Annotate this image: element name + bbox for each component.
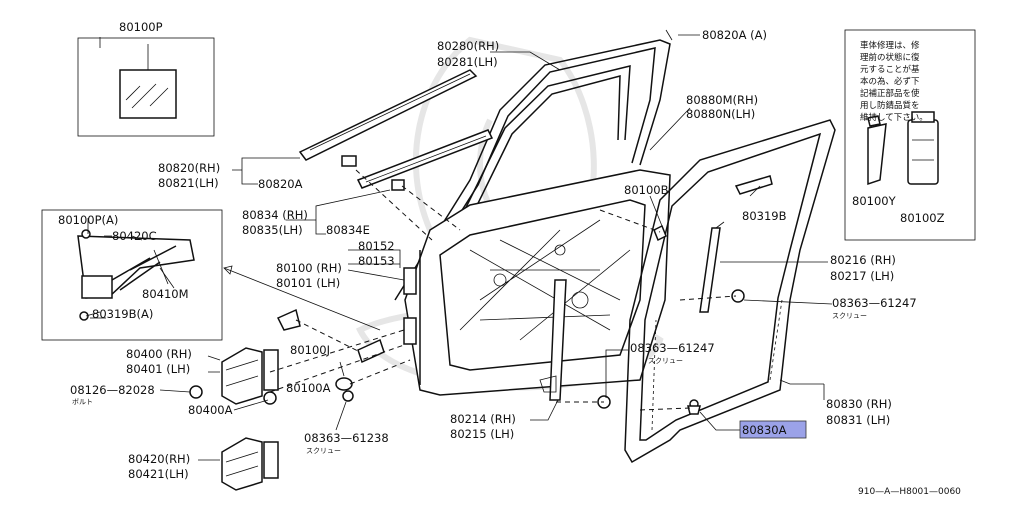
highlight-80830a [739,420,807,439]
label-80880m: 80880M(RH) [686,93,758,107]
label-80410m: 80410M [142,287,189,301]
hinge-lower [221,437,279,491]
label-08126: 08126—82028 [70,383,155,397]
regulator-channel [539,279,567,401]
note-line-7: 維持して下さい。 [860,112,928,123]
label-80319b: 80319B [742,209,787,223]
label-80830a: 80830A [742,423,787,437]
label-80831: 80831 (LH) [826,413,890,427]
door-panel [403,169,671,396]
label-80420: 80420(RH) [128,452,190,466]
note-box: 車体修理は、修 理前の状態に復 元することが基 本の為、必ず下 記補正部品を使 … [844,29,976,241]
label-80100: 80100 (RH) [276,261,342,275]
label-80830: 80830 (RH) [826,397,892,411]
label-80834e: 80834E [326,223,370,237]
note-line-2: 理前の状態に復 [860,52,920,63]
label-80100y: 80100Y [852,194,897,208]
assembly-lines [223,169,737,411]
label-80217: 80217 (LH) [830,269,894,283]
label-80100pa: 80100P(A) [58,213,118,227]
part-labels: 80280(RH) 80281(LH) 80820A (A) 80880M(RH… [58,28,961,497]
touchup-products [867,111,939,186]
label-08363-bottom: 08363—61238 [304,431,389,445]
label-80152: 80152 [358,239,395,253]
label-80100a: 80100A [286,381,331,395]
label-08363-right: 08363—61247 [832,296,917,310]
note-line-6: 用し防錆品質を [860,100,920,111]
label-80281: 80281(LH) [437,55,498,69]
note-line-4: 本の為、必ず下 [860,76,920,87]
label-80400: 80400 (RH) [126,347,192,361]
label-80820a-a: 80820A (A) [702,28,767,42]
label-80834: 80834 (RH) [242,208,308,222]
note-line-3: 元することが基 [860,64,920,75]
label-80215: 80215 (LH) [450,427,514,441]
note-line-5: 記補正部品を使 [860,88,920,99]
label-80100b: 80100B [624,183,669,197]
label-80820: 80820(RH) [158,161,220,175]
division-bar [699,221,725,313]
label-08363-mid: 08363—61247 [630,341,715,355]
label-80835: 80835(LH) [242,223,303,237]
label-08363-right-jp: スクリュー [832,312,867,320]
label-80100j: 80100J [290,343,330,357]
label-08363-bottom-jp: スクリュー [306,447,341,455]
label-80280: 80280(RH) [437,39,499,53]
label-80880n: 80880N(LH) [686,107,755,121]
leader-lines [85,34,833,461]
label-80214: 80214 (RH) [450,412,516,426]
label-80216: 80216 (RH) [830,253,896,267]
glass-inset-box: 80100P [77,20,215,137]
label-80100z: 80100Z [900,211,945,225]
label-80821: 80821(LH) [158,176,219,190]
label-80401: 80401 (LH) [126,362,190,376]
label-08126-jp: ボルト [72,398,93,406]
belt-moldings [298,69,494,191]
hinge-upper [221,347,279,405]
label-80400a: 80400A [188,403,233,417]
note-line-1: 車体修理は、修 [860,40,920,51]
label-80153: 80153 [358,254,395,268]
label-80319ba: 80319B(A) [92,307,153,321]
diagram-code: 910—A—H8001—0060 [858,487,961,497]
label-80420c: 80420C [112,229,157,243]
label-80101: 80101 (LH) [276,276,340,290]
label-80820a: 80820A [258,177,303,191]
hinge-inset-box [41,209,223,341]
window-sash-frame [394,29,673,301]
label-80421: 80421(LH) [128,467,189,481]
weatherstrip [624,119,836,464]
label-80100p: 80100P [119,20,163,34]
label-08363-mid-jp: スクリュー [648,357,683,365]
